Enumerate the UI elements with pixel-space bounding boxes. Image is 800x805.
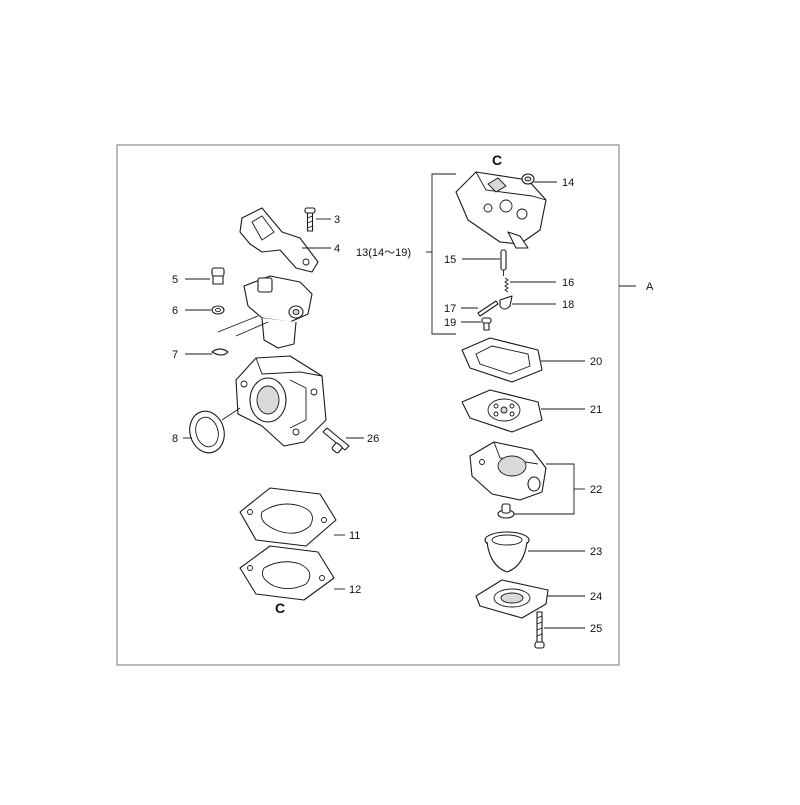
label-17: 17 bbox=[444, 303, 456, 315]
washer-6-hole bbox=[215, 307, 221, 313]
label-6: 6 bbox=[172, 305, 178, 317]
diaphragm-21 bbox=[461, 389, 543, 433]
cover-plate-13 bbox=[455, 171, 547, 249]
retainer-plate-24 bbox=[475, 579, 549, 619]
screw-5 bbox=[211, 267, 225, 285]
gasket-11 bbox=[239, 487, 337, 547]
label-15: 15 bbox=[444, 254, 456, 266]
label-4: 4 bbox=[334, 243, 340, 255]
label-21: 21 bbox=[590, 404, 602, 416]
clip-7 bbox=[211, 348, 229, 356]
label-8: 8 bbox=[172, 433, 178, 445]
label-12: 12 bbox=[349, 584, 361, 596]
gasket-guide-line bbox=[221, 407, 241, 421]
label-11: 11 bbox=[349, 530, 360, 542]
gasket-ring-8 bbox=[189, 410, 225, 454]
label-24: 24 bbox=[590, 591, 602, 603]
check-valve-22 bbox=[497, 503, 515, 519]
diaphragm-12 bbox=[239, 545, 335, 601]
label-7: 7 bbox=[172, 349, 178, 361]
label-3: 3 bbox=[334, 214, 340, 226]
c-label-top: C bbox=[492, 152, 502, 168]
pin-17 bbox=[477, 300, 499, 317]
lever-18 bbox=[499, 295, 513, 310]
label-26: 26 bbox=[367, 433, 379, 445]
primer-bulb-23 bbox=[484, 531, 530, 573]
pump-body-22 bbox=[469, 441, 547, 501]
needle-15 bbox=[500, 249, 507, 276]
throttle-body bbox=[217, 275, 313, 349]
bracket-13 bbox=[431, 173, 456, 335]
screw-25 bbox=[534, 611, 545, 649]
carburetor-body bbox=[235, 355, 327, 447]
screw-19 bbox=[481, 317, 492, 331]
screw-3 bbox=[304, 207, 316, 232]
label-20: 20 bbox=[590, 356, 602, 368]
label-22: 22 bbox=[590, 484, 602, 496]
screw-26 bbox=[322, 427, 350, 454]
label-23: 23 bbox=[590, 546, 602, 558]
label-19: 19 bbox=[444, 317, 456, 329]
washer-6 bbox=[211, 305, 225, 315]
spring-16 bbox=[504, 277, 509, 293]
frame-label: A bbox=[646, 281, 654, 293]
diagram-frame bbox=[116, 144, 620, 666]
label-5: 5 bbox=[172, 274, 178, 286]
label-13: 13(14～19) bbox=[356, 247, 411, 259]
label-14: 14 bbox=[562, 177, 574, 189]
c-label-bottom: C bbox=[275, 600, 285, 616]
label-25: 25 bbox=[590, 623, 602, 635]
lever-4 bbox=[239, 207, 319, 273]
label-16: 16 bbox=[562, 277, 574, 289]
label-18: 18 bbox=[562, 299, 574, 311]
valve-seat-14 bbox=[521, 173, 535, 185]
gasket-20 bbox=[461, 337, 543, 383]
